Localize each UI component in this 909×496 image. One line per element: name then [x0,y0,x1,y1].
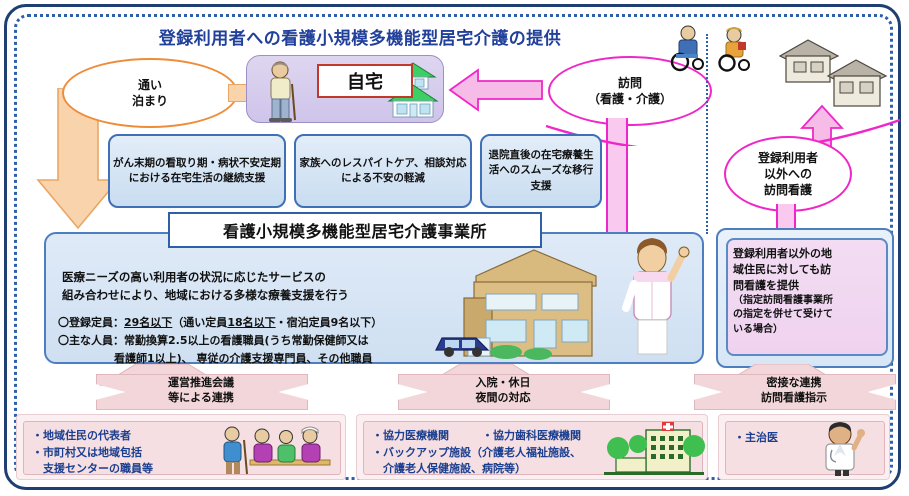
panel-body: 医療ニーズの高い利用者の状況に応じたサービスの 組み合わせにより、地域における多… [62,268,462,305]
oval-nonuser-line1: 登録利用者 [757,150,818,165]
right-info-shell: 登録利用者以外の地 域住民に対しても訪 問看護を提供 （指定訪問看護事業所 の指… [716,228,894,368]
panel-list-line3: 看護師1以上)、 専従の介護支援専門員、その他職員 [114,352,373,366]
service-box-2-text: 家族へのレスパイトケア、相談対応による不安の軽減 [299,156,467,184]
visit-panel-connector [606,118,628,236]
service-box-1: がん末期の看取り期・病状不安定期における在宅生活の継続支援 [108,134,286,208]
banner-1-line1: 運営推進会議 [168,376,234,390]
banner-3: 密接な連携 訪問看護指示 [694,374,896,410]
oval-nonuser-line3: 訪問看護 [763,183,812,198]
main-service-panel: 医療ニーズの高い利用者の状況に応じたサービスの 組み合わせにより、地域における多… [44,232,704,365]
right-info-line3: 問看護を提供 [733,278,799,292]
capacity-commute: 18名以下 [227,316,276,329]
oval-nonuser-visit: 登録利用者 以外への 訪問看護 [724,136,852,212]
bottom-box-2-line2: ・バックアップ施設（介護老人福祉施設、 [372,445,581,459]
capacity-prefix: 〇登録定員： [58,316,124,329]
panel-list: 〇登録定員：29名以下（通い定員18名以下・宿泊定員9名以下） 〇主な人員：常勤… [58,314,458,368]
oval-commute-label: 通い [137,77,162,92]
service-box-3: 退院直後の在宅療養生活へのスムーズな移行支援 [480,134,602,208]
banner-2-line1: 入院・休日 [475,376,531,390]
panel-body-line1: 医療ニーズの高い利用者の状況に応じたサービスの [62,270,326,284]
oval-visit-sub: （看護・介護） [587,92,672,106]
banner-3-line2: 訪問看護指示 [761,391,827,404]
right-info-box: 登録利用者以外の地 域住民に対しても訪 問看護を提供 （指定訪問看護事業所 の指… [726,238,888,356]
panel-list-line2: 〇主な人員：常勤換算2.5以上の看護職員(うち常勤保健師又は [58,334,369,348]
bottom-box-3-outer: ・主治医 [718,414,890,480]
capacity-suffix: ・宿泊定員9名以下） [275,316,383,329]
neighborhood-houses-icon [778,39,888,107]
banner-3-shape [694,374,896,410]
banner-1-shape [96,374,308,410]
service-box-2: 家族へのレスパイトケア、相談対応による不安の軽減 [294,134,472,208]
bottom-box-1-line3: 支援センターの職員等 [32,462,153,475]
outer-border [4,4,901,490]
bottom-box-1-line1: ・地域住民の代表者 [32,429,131,442]
car-icon [435,337,490,357]
oval-stay-label: 泊まり [131,94,168,108]
banner-1: 運営推進会議 等による連携 [96,374,308,410]
home-box: 自宅 [246,55,444,123]
panel-body-line2: 組み合わせにより、地域における多様な療養支援を行う [62,288,349,303]
elderly-residents-group-icon [223,426,331,475]
bottom-box-3: ・主治医 [725,421,885,476]
banner-1-line2: 等による連携 [168,391,234,404]
bottom-box-1-outer: ・地域住民の代表者 ・市町村又は地域包括 支援センターの職員等 [16,414,346,480]
oval-visit: 訪問 （看護・介護） [548,56,712,126]
nurse-icon [622,238,690,355]
vertical-dotted-guide [706,34,708,234]
banner-3-line1: 密接な連携 [766,376,822,390]
hospital-building-icon [604,422,705,475]
capacity-total: 29名以下 [124,316,173,329]
panel-list-line1: 〇登録定員：29名以下（通い定員18名以下・宿泊定員9名以下） [58,314,458,332]
bottom-box-2-line1: ・協力医療機関 ・協力歯科医療機関 [372,429,581,442]
banner-2-shape [398,374,610,410]
bottom-box-2-outer: ・協力医療機関 ・協力歯科医療機関 ・バックアップ施設（介護老人福祉施設、 介護… [356,414,708,480]
bottom-box-2: ・協力医療機関 ・協力歯科医療機関 ・バックアップ施設（介護老人福祉施設、 介護… [363,421,705,475]
home-label: 自宅 [317,64,413,98]
facility-building-icon [463,249,597,360]
nonuser-connector [776,204,796,230]
oval-nonuser-line2: 以外への [763,166,812,181]
right-info-line4: （指定訪問看護事業所 [733,294,833,306]
page-title: 登録利用者への看護小規模多機能型居宅介護の提供 [158,29,562,49]
banner-2: 入院・休日 夜間の対応 [398,374,610,410]
panel-heading: 看護小規模多機能型居宅介護事業所 [168,212,542,248]
oval-visit-label: 訪問 [617,75,642,90]
bottom-box-1-line2: ・市町村又は地域包括 [32,445,142,459]
service-box-3-text: 退院直後の在宅療養生活へのスムーズな移行支援 [488,149,594,192]
bottom-box-3-line1: ・主治医 [734,431,778,444]
wheelchair-user-icon [670,25,704,72]
bottom-box-1: ・地域住民の代表者 ・市町村又は地域包括 支援センターの職員等 [23,421,341,475]
capacity-mid: （通い定員 [172,316,228,329]
right-info-line2: 域住民に対しても訪 [733,262,832,276]
right-info-line5: の指定を併せて受けて [733,309,833,321]
right-info-line6: いる場合） [733,323,783,335]
bottom-box-2-line3: 介護老人保健施設、病院等） [372,462,526,475]
right-info-line1: 登録利用者以外の地 [733,247,832,260]
service-box-1-text: がん末期の看取り期・病状不安定期における在宅生活の継続支援 [113,156,281,184]
wheelchair-user-2-icon [718,27,750,72]
oval-commute-stay: 通い 泊まり [62,58,238,128]
doctor-icon [825,422,865,476]
elderly-person-with-cane-icon [269,61,296,122]
banner-2-line2: 夜間の対応 [475,391,531,404]
pink-left-arrow [448,68,543,112]
